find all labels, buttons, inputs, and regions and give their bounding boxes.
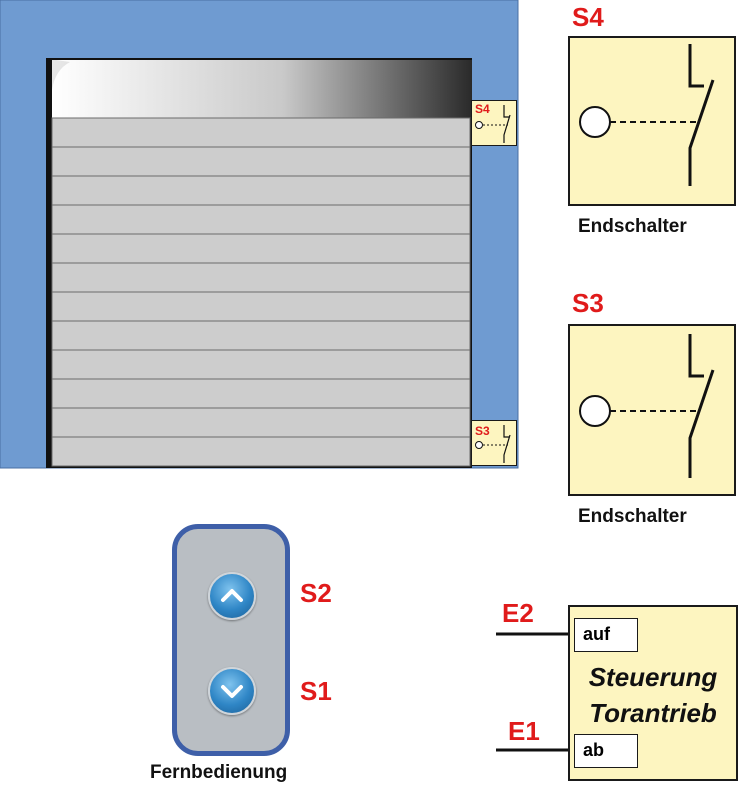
input-e2-label: E2 bbox=[502, 598, 534, 628]
door-slat bbox=[51, 175, 471, 206]
up-button[interactable] bbox=[208, 572, 256, 620]
door-slat bbox=[51, 320, 471, 351]
door-slat bbox=[51, 146, 471, 177]
switch-s4-box bbox=[568, 36, 736, 206]
input-wires bbox=[496, 632, 572, 752]
door-slat bbox=[51, 436, 471, 467]
door-switch-s3: S3 bbox=[471, 420, 517, 466]
door-switch-s3-label: S3 bbox=[475, 424, 490, 438]
door-slat bbox=[51, 407, 471, 438]
remote-caption: Fernbedienung bbox=[150, 762, 288, 783]
controller-box: auf Steuerung Torantrieb ab bbox=[568, 605, 738, 781]
terminal-ab: ab bbox=[574, 734, 638, 768]
door-slat bbox=[51, 262, 471, 293]
limit-switch-icon bbox=[579, 334, 715, 478]
limit-switch-icon bbox=[579, 44, 715, 186]
switch-s4-caption: Endschalter bbox=[578, 216, 687, 237]
garage-door-diagram bbox=[0, 0, 520, 470]
input-e1-label: E1 bbox=[508, 716, 540, 746]
controller-title-line2: Torantrieb bbox=[589, 698, 717, 728]
door-slat bbox=[51, 117, 471, 148]
door-slat bbox=[51, 378, 471, 409]
door-slat bbox=[51, 349, 471, 380]
chevron-up-icon bbox=[221, 589, 243, 602]
remote-up-label: S2 bbox=[300, 578, 332, 608]
door-switch-s4: S4 bbox=[471, 100, 517, 146]
controller-title-line1: Steuerung bbox=[588, 662, 718, 692]
switch-s3-title: S3 bbox=[572, 288, 604, 318]
garage-wall bbox=[0, 0, 519, 469]
switch-s3-caption: Endschalter bbox=[578, 506, 687, 527]
door-slat bbox=[51, 291, 471, 322]
switch-symbol-icon bbox=[475, 105, 511, 143]
door-slat bbox=[51, 204, 471, 235]
switch-symbol-icon bbox=[475, 425, 511, 463]
remote-control bbox=[172, 524, 290, 756]
chevron-down-icon bbox=[221, 685, 243, 698]
terminal-auf: auf bbox=[574, 618, 638, 652]
remote-down-label: S1 bbox=[300, 676, 332, 706]
switch-s3-box bbox=[568, 324, 736, 496]
door-switch-s4-label: S4 bbox=[475, 102, 490, 116]
switch-s4-title: S4 bbox=[572, 2, 604, 32]
door-slat bbox=[51, 233, 471, 264]
down-button[interactable] bbox=[208, 667, 256, 715]
